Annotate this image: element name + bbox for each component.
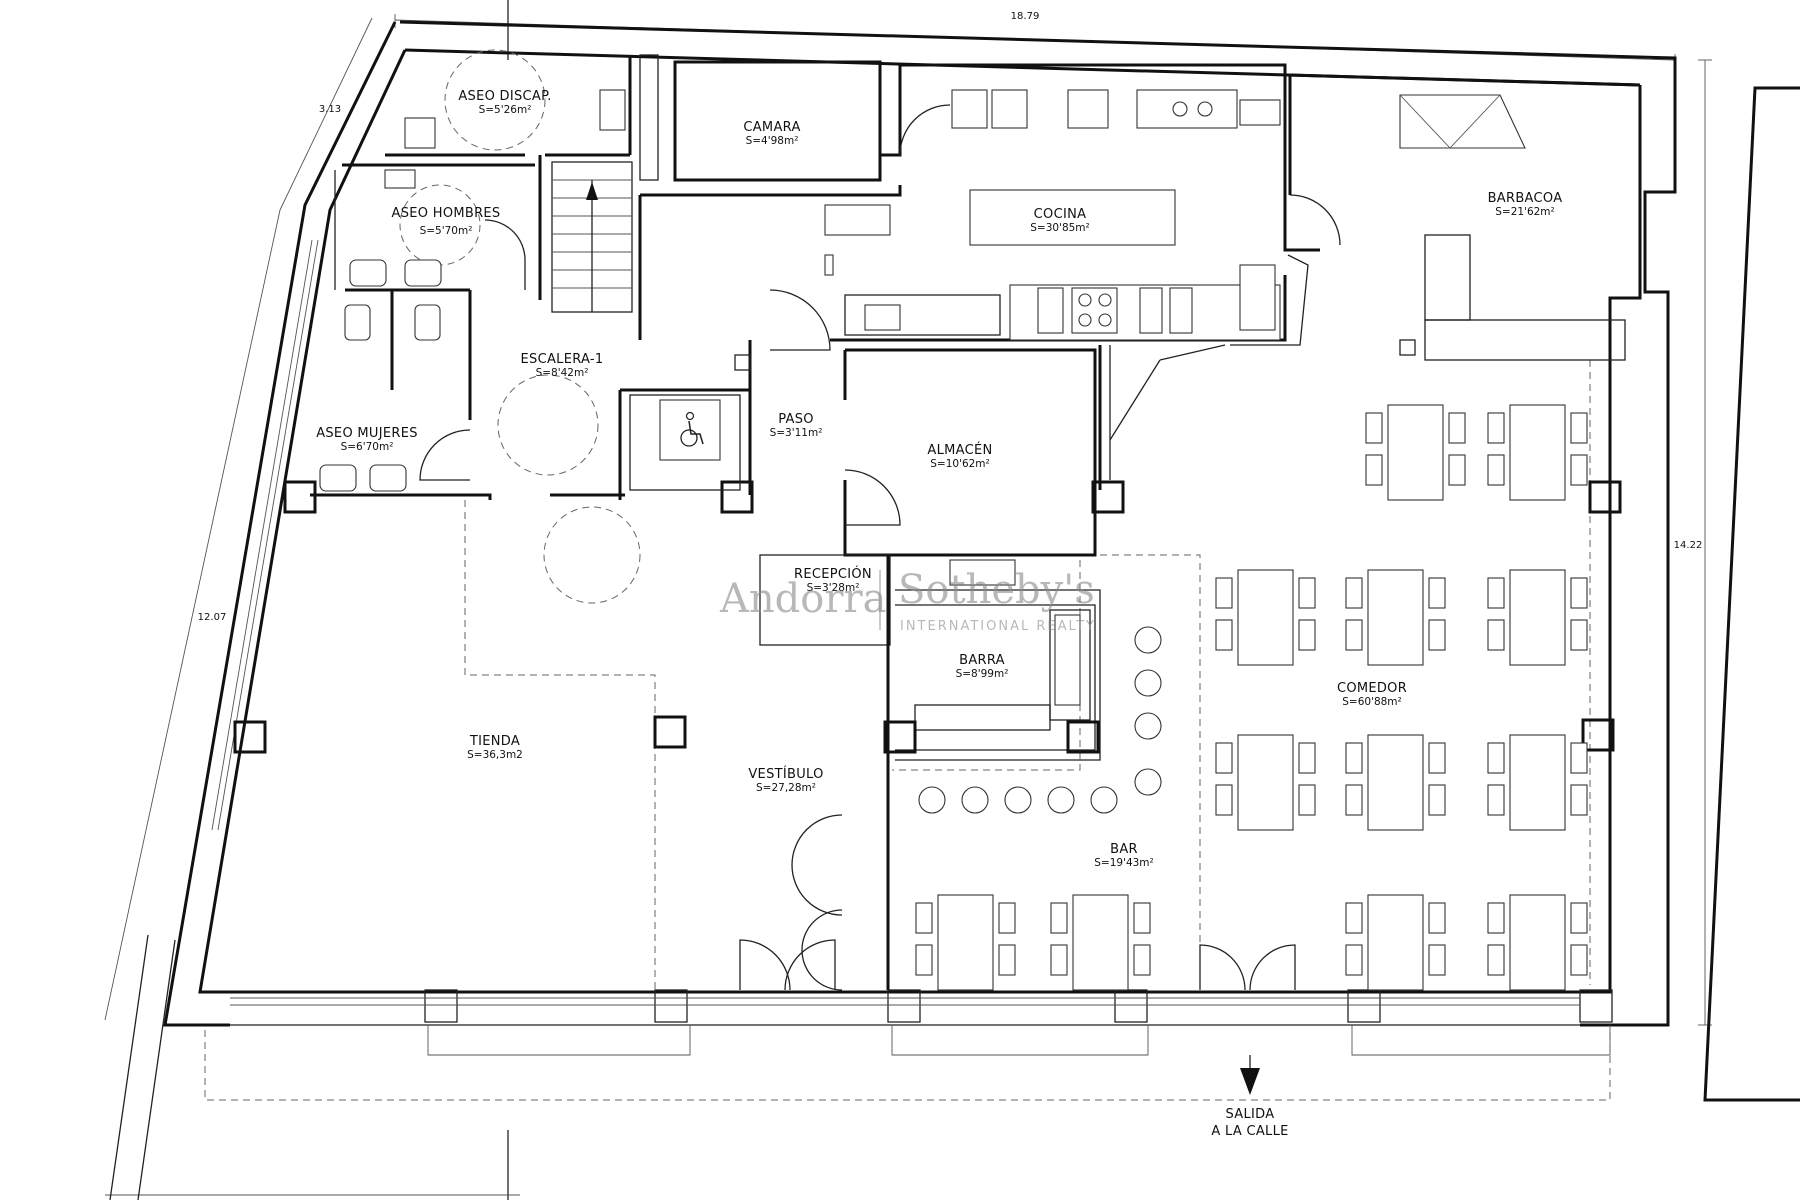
room-name-almacen: ALMACÉN — [927, 442, 992, 458]
kitchen-equipment — [824, 89, 1626, 361]
room-area-comedor: S=60'88m² — [1342, 696, 1402, 708]
dim-top-left: 3.13 — [319, 104, 341, 115]
room-area-aseo-mujeres: S=6'70m² — [341, 441, 394, 453]
neighbor-building — [1703, 86, 1800, 1102]
table-group — [1487, 894, 1588, 991]
table-group — [1487, 569, 1588, 666]
room-area-aseo-discap: S=5'26m² — [479, 104, 532, 116]
room-name-aseo-hombres: ASEO HOMBRES — [392, 206, 501, 221]
room-name-aseo-mujeres: ASEO MUJERES — [316, 426, 418, 441]
table-group — [1487, 404, 1588, 501]
exit-arrow-icon — [1240, 1055, 1260, 1095]
room-name-bar: BAR — [1110, 842, 1138, 857]
stair-arrow-icon — [586, 182, 598, 200]
dim-top: 18.79 — [1011, 11, 1040, 22]
room-area-recepcion: S=3'28m² — [807, 582, 860, 594]
sidewalk-left — [109, 934, 176, 1200]
table-group — [1050, 894, 1151, 991]
interior-walls — [310, 54, 1641, 557]
room-area-bar: S=19'43m² — [1094, 857, 1154, 869]
room-area-camara: S=4'98m² — [746, 135, 799, 147]
dim-left: 12.07 — [198, 612, 227, 623]
table-group — [1345, 569, 1446, 666]
room-area-vestibulo: S=27,28m² — [756, 782, 816, 794]
room-area-tienda: S=36,3m2 — [467, 749, 523, 761]
room-name-tienda: TIENDA — [469, 734, 520, 749]
room-area-escalera: S=8'42m² — [536, 367, 589, 379]
bar-counter — [759, 554, 1101, 990]
room-area-paso: S=3'11m² — [770, 427, 823, 439]
dim-right: 14.22 — [1674, 540, 1703, 551]
table-group — [1487, 734, 1588, 831]
room-area-barra: S=8'99m² — [956, 668, 1009, 680]
room-name-aseo-discap: ASEO DISCAP. — [458, 89, 551, 104]
doors — [419, 104, 1341, 991]
dashed-zones — [204, 360, 1611, 1101]
table-group — [1215, 734, 1316, 831]
wheelchair-icon — [680, 411, 704, 447]
room-name-escalera: ESCALERA-1 — [521, 352, 604, 367]
room-area-almacen: S=10'62m² — [930, 458, 990, 470]
watermark-tagline: INTERNATIONAL REALTY — [900, 619, 1096, 634]
room-name-paso: PASO — [778, 412, 814, 427]
room-area-cocina: S=30'85m² — [1030, 222, 1090, 234]
columns — [233, 339, 1622, 1023]
room-name-comedor: COMEDOR — [1337, 681, 1407, 696]
table-group — [1345, 894, 1446, 991]
room-name-vestibulo: VESTÍBULO — [748, 766, 823, 782]
table-group — [1365, 404, 1466, 501]
room-name-camara: CAMARA — [743, 120, 800, 135]
dining-tables — [915, 404, 1588, 991]
bar-stools — [918, 626, 1162, 814]
table-group — [1215, 569, 1316, 666]
facade-glazing — [230, 997, 1611, 1056]
table-group — [915, 894, 1016, 991]
watermark-brand2: Sotheby's — [898, 567, 1095, 613]
exit-label-line2: A LA CALLE — [1211, 1124, 1288, 1139]
exit-label-line1: SALIDA — [1226, 1107, 1275, 1122]
room-area-barbacoa: S=21'62m² — [1495, 206, 1555, 218]
sanitary-fixtures — [319, 89, 741, 492]
room-name-barra: BARRA — [959, 653, 1005, 668]
room-name-recepcion: RECEPCIÓN — [794, 566, 872, 582]
watermark-logo: Andorra Sotheby's INTERNATIONAL REALTY — [719, 567, 1096, 634]
room-area-aseo-hombres: S=5'70m² — [420, 225, 473, 237]
watermark-brand: Andorra — [719, 576, 886, 622]
room-name-barbacoa: BARBACOA — [1488, 191, 1563, 206]
table-group — [1345, 734, 1446, 831]
room-name-cocina: COCINA — [1034, 207, 1087, 222]
room-labels: ASEO DISCAP. S=5'26m² CAMARA S=4'98m² CO… — [316, 89, 1562, 1139]
